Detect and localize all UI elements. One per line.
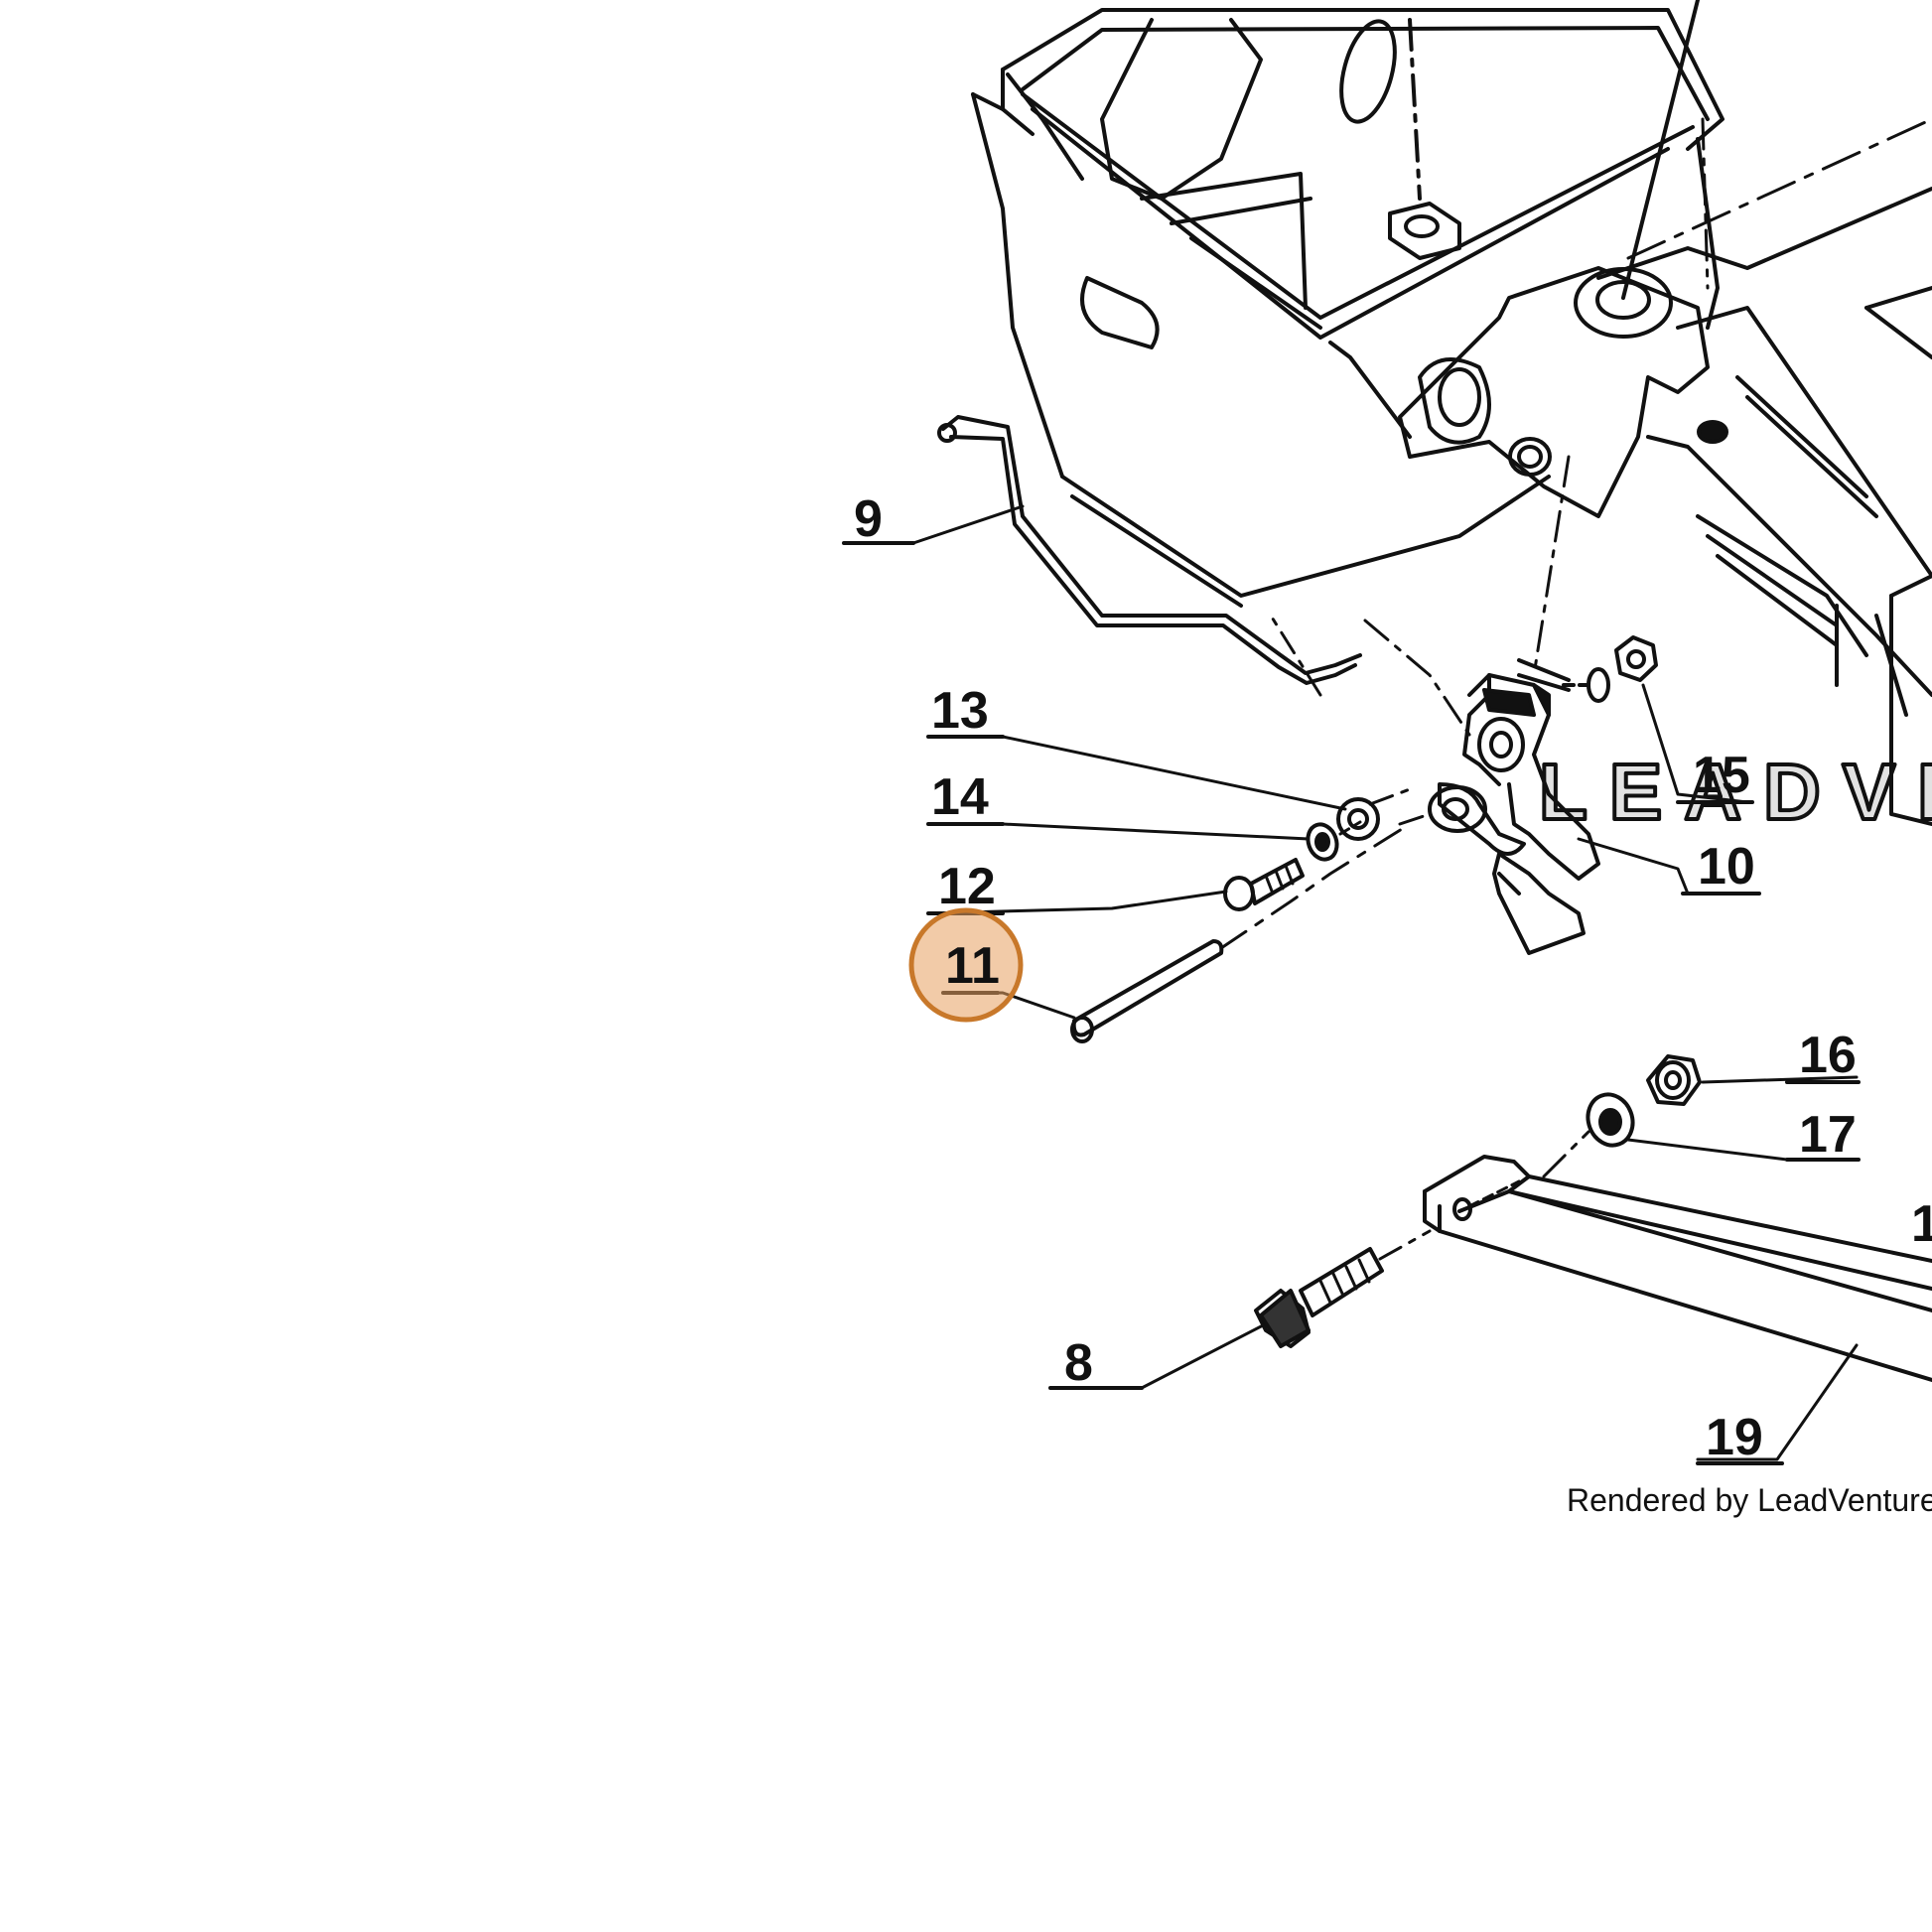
label-underlines bbox=[842, 541, 1861, 1465]
callout-10[interactable]: 10 bbox=[1698, 838, 1755, 896]
callout-19[interactable]: 19 bbox=[1706, 1409, 1763, 1466]
callout-17[interactable]: 17 bbox=[1799, 1106, 1857, 1164]
callout-14[interactable]: 14 bbox=[931, 768, 989, 826]
callout-9-text: 9 bbox=[854, 490, 883, 548]
selected-callout-highlight bbox=[908, 907, 1024, 1023]
callout-10-text: 10 bbox=[1698, 838, 1755, 896]
render-credit: Rendered by LeadVenture, I bbox=[1567, 1482, 1932, 1518]
part-10-lever bbox=[1269, 614, 1600, 955]
parts-16-17 bbox=[1586, 1054, 1702, 1148]
part-9-rod bbox=[937, 415, 1471, 737]
callout-8-text: 8 bbox=[1064, 1334, 1093, 1392]
callout-11[interactable]: 11 bbox=[945, 937, 1000, 995]
parts-12-13-14 bbox=[1223, 787, 1412, 911]
callout-13-text: 13 bbox=[931, 682, 989, 740]
callout-16-text: 16 bbox=[1799, 1027, 1857, 1084]
part-8-bolt bbox=[1254, 1229, 1432, 1348]
callout-17-text: 17 bbox=[1799, 1106, 1857, 1164]
callout-11-text: 11 bbox=[945, 937, 1000, 995]
part-11-pin bbox=[1070, 822, 1412, 1043]
callout-15-text: 15 bbox=[1693, 747, 1750, 804]
housing-drawing bbox=[971, 0, 1932, 826]
callout-8[interactable]: 8 bbox=[1064, 1334, 1093, 1392]
watermark: LEADVENTURE bbox=[1537, 746, 1932, 838]
callout-15[interactable]: 15 bbox=[1693, 747, 1750, 804]
callout-16[interactable]: 16 bbox=[1799, 1027, 1857, 1084]
callout-13[interactable]: 13 bbox=[931, 682, 989, 740]
callout-12[interactable]: 12 bbox=[938, 858, 996, 915]
callout-18[interactable]: 1 bbox=[1911, 1195, 1932, 1253]
callout-12-text: 12 bbox=[938, 858, 996, 915]
part-19-bar bbox=[1423, 1130, 1932, 1382]
callout-9[interactable]: 9 bbox=[854, 490, 883, 548]
callout-18-text: 1 bbox=[1911, 1195, 1932, 1253]
callout-labels: 9 13 14 12 11 15 10 16 17 1 19 bbox=[854, 490, 1932, 1466]
callout-19-text: 19 bbox=[1706, 1409, 1763, 1466]
callout-14-text: 14 bbox=[931, 768, 989, 826]
part-15-nut bbox=[1517, 635, 1658, 703]
watermark-text: LEADVENTURE bbox=[1539, 748, 1932, 836]
